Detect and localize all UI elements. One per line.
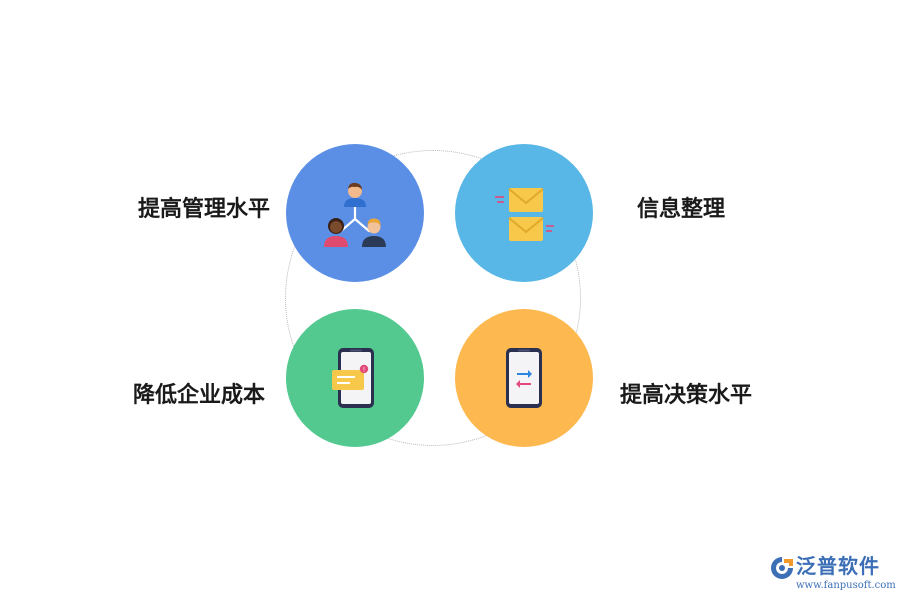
connecting-dotted-ring — [285, 150, 581, 446]
svg-text:!: ! — [363, 367, 365, 374]
envelope-top-icon — [508, 188, 544, 212]
label-decision: 提高决策水平 — [620, 383, 753, 408]
brand-name: 泛普软件 — [796, 554, 880, 578]
brand-logo: 泛普软件 www.fanpusoft.com — [769, 554, 896, 594]
brand-url: www.fanpusoft.com — [796, 580, 896, 591]
label-information: 信息整理 — [637, 197, 726, 222]
node-decision — [455, 309, 593, 447]
envelopes-icon — [495, 188, 554, 241]
node-management — [286, 144, 424, 282]
label-management: 提高管理水平 — [137, 197, 270, 222]
label-cost: 降低企业成本 — [132, 383, 265, 408]
envelope-bottom-icon — [508, 217, 544, 241]
phone-exchange-icon — [506, 348, 542, 408]
brand-mark-icon — [771, 557, 793, 579]
node-cost: ! — [286, 309, 424, 447]
node-information — [455, 144, 593, 282]
org-people-icon — [324, 182, 386, 247]
phone-message-icon: ! — [332, 348, 374, 408]
